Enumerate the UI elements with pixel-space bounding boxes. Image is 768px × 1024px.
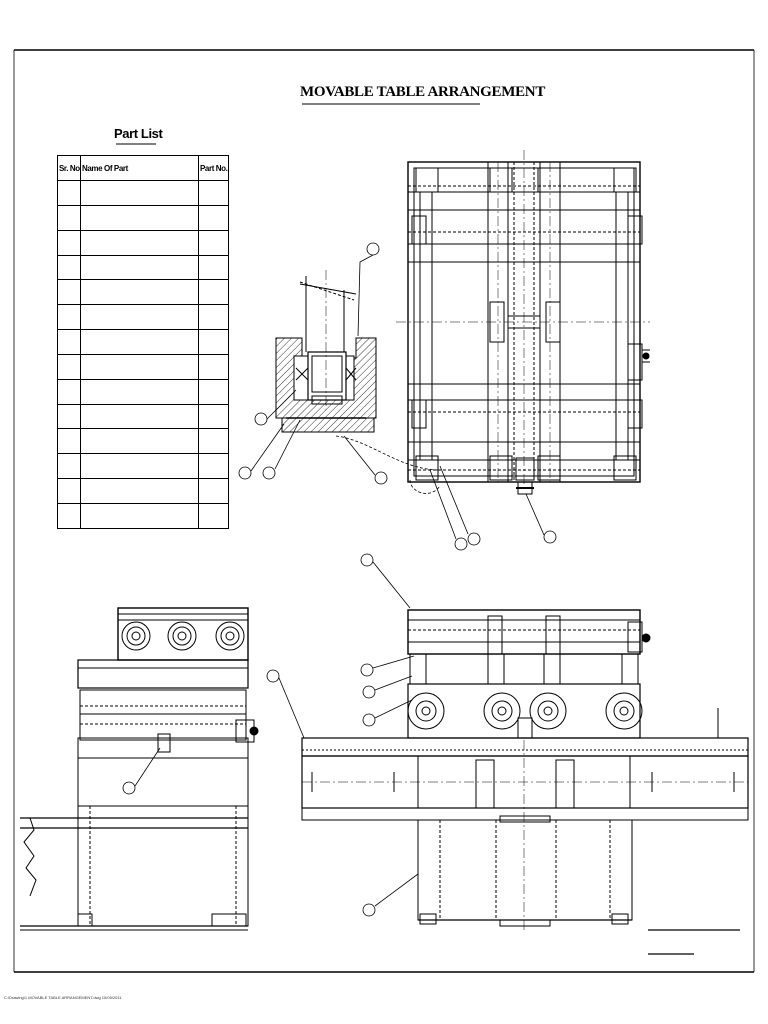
- table-cell: [57, 204, 81, 231]
- table-cell: [80, 254, 199, 281]
- table-cell: [80, 279, 199, 306]
- table-cell: [80, 229, 199, 256]
- balloon-callouts: [122, 242, 557, 917]
- side-view: [20, 607, 259, 931]
- table-cell: [198, 453, 229, 480]
- title-block-lines: [648, 929, 740, 955]
- table-row: [57, 478, 229, 504]
- part-list-body: [57, 180, 229, 530]
- table-cell: [57, 502, 81, 530]
- table-row: [57, 180, 229, 206]
- table-cell: [198, 502, 229, 530]
- table-cell: [80, 478, 199, 504]
- table-cell: [57, 428, 81, 455]
- table-row: [57, 329, 229, 355]
- balloon-4: [262, 466, 276, 480]
- balloon-6: [454, 537, 468, 551]
- table-cell: [80, 353, 199, 380]
- table-row: [57, 353, 229, 380]
- table-cell: [198, 428, 229, 455]
- table-row: [57, 428, 229, 455]
- table-row: [57, 254, 229, 281]
- balloon-8: [543, 530, 557, 544]
- table-cell: [198, 353, 229, 380]
- section-detail-view: [275, 270, 377, 433]
- table-cell: [57, 229, 81, 256]
- table-row: [57, 204, 229, 231]
- table-cell: [57, 353, 81, 380]
- part-list-table: Sr. No. Name Of Part Part No.: [57, 155, 229, 530]
- table-cell: [57, 403, 81, 430]
- drawing-title: MOVABLE TABLE ARRANGEMENT: [300, 84, 546, 100]
- table-row: [57, 378, 229, 405]
- front-view: [301, 609, 749, 930]
- table-cell: [198, 180, 229, 206]
- column-header-name-of-part: Name Of Part: [80, 155, 199, 181]
- table-cell: [80, 180, 199, 206]
- table-cell: [57, 478, 81, 504]
- table-row: [57, 304, 229, 331]
- plan-view: [396, 150, 650, 495]
- balloon-3: [238, 466, 252, 480]
- table-row: [57, 502, 229, 530]
- part-list-title: Part List: [114, 126, 163, 141]
- table-cell: [80, 304, 199, 331]
- table-cell: [80, 204, 199, 231]
- table-cell: [57, 180, 81, 206]
- balloon-14: [122, 781, 136, 795]
- table-cell: [57, 453, 81, 480]
- table-cell: [80, 428, 199, 455]
- table-cell: [198, 304, 229, 331]
- balloon-12: [362, 713, 376, 727]
- table-cell: [198, 229, 229, 256]
- table-row: [57, 279, 229, 306]
- table-cell: [198, 329, 229, 355]
- table-cell: [57, 279, 81, 306]
- table-row: [57, 453, 229, 480]
- table-cell: [198, 204, 229, 231]
- table-cell: [80, 502, 199, 530]
- table-cell: [198, 279, 229, 306]
- balloon-13: [266, 669, 280, 683]
- balloon-11: [362, 685, 376, 699]
- table-cell: [57, 254, 81, 281]
- table-cell: [80, 329, 199, 355]
- balloon-1: [366, 242, 380, 256]
- table-cell: [80, 378, 199, 405]
- balloon-15: [362, 903, 376, 917]
- table-cell: [80, 403, 199, 430]
- sheet-border: [13, 49, 755, 973]
- table-cell: [198, 378, 229, 405]
- table-cell: [198, 254, 229, 281]
- column-header-part-no: Part No.: [198, 155, 229, 181]
- part-list-header-row: Sr. No. Name Of Part Part No.: [57, 155, 229, 181]
- balloon-9: [360, 553, 374, 567]
- balloon-2: [254, 412, 268, 426]
- table-cell: [198, 478, 229, 504]
- balloon-7: [467, 532, 481, 546]
- table-cell: [80, 453, 199, 480]
- table-row: [57, 229, 229, 256]
- table-cell: [57, 304, 81, 331]
- table-row: [57, 403, 229, 430]
- table-cell: [198, 403, 229, 430]
- column-header-sr-no: Sr. No.: [57, 155, 81, 181]
- balloon-10: [360, 663, 374, 677]
- file-path-footer: C:\Drawing\1 MOVABLE TABLE ARRANGEMENT.d…: [4, 995, 122, 1000]
- table-cell: [57, 329, 81, 355]
- balloon-5: [374, 471, 388, 485]
- table-cell: [57, 378, 81, 405]
